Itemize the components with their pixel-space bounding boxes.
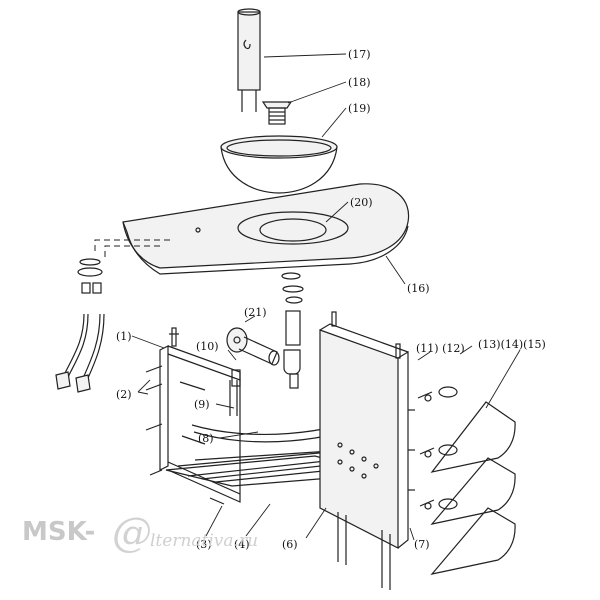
glass-insert xyxy=(259,218,327,242)
watermark-brand: MSK- xyxy=(22,517,95,547)
callout-16: (16) xyxy=(407,282,430,295)
glass-plate xyxy=(237,211,349,245)
flexible-hoses xyxy=(55,313,105,393)
callout-labels: (17) (18) (19) (20) (16) (21) (1) (10) (… xyxy=(116,48,546,551)
watermark-domain: lternativa.ru xyxy=(150,531,258,551)
callout-2: (2) xyxy=(116,388,132,401)
callout-18: (18) xyxy=(348,76,371,89)
watermark-at-symbol: @ xyxy=(112,510,152,556)
callout-10: (10) xyxy=(196,340,219,353)
vessel-bowl xyxy=(220,135,338,194)
shelf-brackets xyxy=(417,386,458,510)
faucet xyxy=(237,8,261,112)
drain-trap xyxy=(281,272,304,389)
callout-9: (9) xyxy=(194,398,210,411)
callout-20: (20) xyxy=(350,196,373,209)
countertop xyxy=(122,183,410,275)
callout-13-15: (13)(14)(15) xyxy=(478,338,546,351)
bolts xyxy=(145,365,225,505)
wall-pipe xyxy=(226,327,280,366)
callout-7: (7) xyxy=(414,538,430,551)
leader-lines xyxy=(131,53,521,541)
drain-plug xyxy=(261,101,293,125)
callout-1: (1) xyxy=(116,330,132,343)
callout-19: (19) xyxy=(348,102,371,115)
callout-4: (4) xyxy=(234,538,250,551)
callout-11-12: (11) (12) xyxy=(416,342,465,355)
callout-8: (8) xyxy=(198,432,214,445)
callout-17: (17) xyxy=(348,48,371,61)
cross-rod xyxy=(229,369,241,416)
callout-6: (6) xyxy=(282,538,298,551)
corner-shelves xyxy=(430,401,516,575)
callout-21: (21) xyxy=(244,306,267,319)
supply-fittings xyxy=(77,239,170,294)
right-panel xyxy=(319,311,415,590)
watermark: MSK- @ lternativa.ru xyxy=(22,510,258,556)
callout-3: (3) xyxy=(196,538,212,551)
